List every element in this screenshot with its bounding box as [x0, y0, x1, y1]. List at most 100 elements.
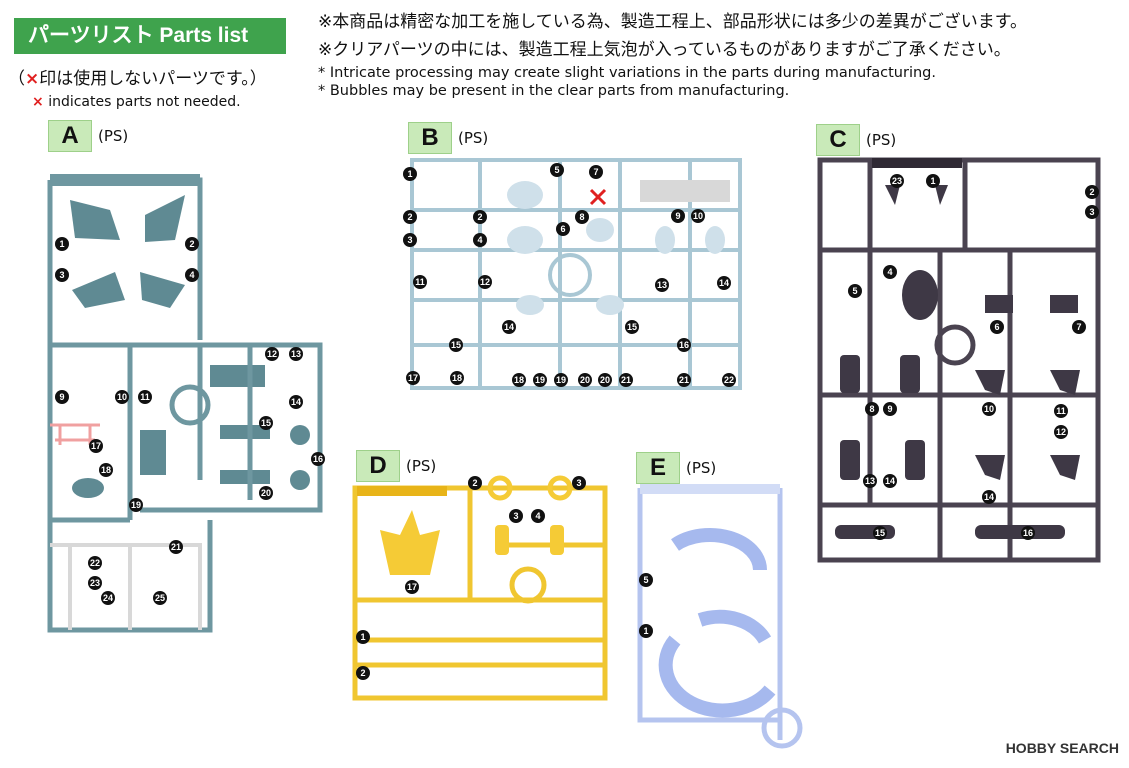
part-number-c: 17 — [407, 582, 417, 592]
part-number-b: 21 — [621, 375, 631, 385]
part-number-c: 5 — [852, 286, 857, 296]
part-number-c: 14 — [885, 476, 895, 486]
part-number-b: 17 — [408, 373, 418, 383]
part-number-d: 2 — [360, 668, 365, 678]
parts-list-title: パーツリスト Parts list — [14, 18, 286, 54]
part-number-c: 16 — [1023, 528, 1033, 538]
part-a20b — [290, 470, 310, 490]
part-number-b: 14 — [719, 278, 729, 288]
part-number-a: 18 — [101, 465, 111, 475]
watermark: HOBBY SEARCH — [1005, 740, 1119, 756]
part-number-a: 11 — [140, 392, 150, 402]
part-number-b: 2 — [407, 212, 412, 222]
part-number-a: 25 — [155, 593, 165, 603]
part-number-b: 15 — [627, 322, 637, 332]
part-number-b: 18 — [452, 373, 462, 383]
part-number-c: 3 — [1089, 207, 1094, 217]
runner-c-frame — [817, 157, 1101, 563]
runner-d-parts — [380, 475, 573, 575]
part-a15-not-needed — [50, 423, 100, 445]
part-number-a: 10 — [117, 392, 127, 402]
part-a16 — [72, 478, 104, 498]
part-number-e: 1 — [643, 626, 648, 636]
part-number-c: 10 — [984, 404, 994, 414]
part-number-c: 13 — [865, 476, 875, 486]
part-number-b: 5 — [554, 165, 559, 175]
part-number-c: 8 — [869, 404, 874, 414]
part-number-b: 9 — [675, 211, 680, 221]
part-number-c: 9 — [887, 404, 892, 414]
part-number-a: 2 — [189, 239, 194, 249]
part-number-a: 9 — [59, 392, 64, 402]
part-a3 — [72, 272, 125, 308]
part-number-b: 22 — [724, 375, 734, 385]
part-number-c: 2 — [1089, 187, 1094, 197]
runner-material-c: (PS) — [866, 131, 897, 149]
part-number-c: 15 — [875, 528, 885, 538]
part-number-d: 3 — [576, 478, 581, 488]
part-number-b: 15 — [451, 340, 461, 350]
runner-letter-e: E — [636, 452, 680, 484]
runner-label-d: D (PS) — [356, 450, 436, 482]
part-b7-not-needed-icon — [589, 188, 607, 206]
part-number-b: 2 — [477, 212, 482, 222]
part-number-d: 2 — [472, 478, 477, 488]
part-number-c: 14 — [984, 492, 994, 502]
part-number-d: 5 — [643, 575, 648, 585]
part-number-b: 16 — [679, 340, 689, 350]
part-number-a: 4 — [189, 270, 194, 280]
part-number-b: 19 — [556, 375, 566, 385]
runner-d-frame — [352, 485, 608, 701]
part-a4 — [140, 272, 185, 308]
part-number-d: 3 — [513, 511, 518, 521]
not-needed-mark-icon: × — [25, 69, 40, 89]
notes: ※本商品は精密な加工を施している為、製造工程上、部品形状には多少の差異がございま… — [318, 8, 1027, 100]
part-number-b: 4 — [477, 235, 482, 245]
runner-letter-c: C — [816, 124, 860, 156]
part-a18 — [220, 425, 270, 439]
part-number-b: 1 — [407, 169, 412, 179]
part-a1 — [70, 200, 120, 240]
runner-b-tag — [640, 180, 730, 202]
legend-jp-text: 印は使用しないパーツです。） — [39, 69, 267, 89]
part-number-b: 23 — [892, 176, 902, 186]
part-number-a: 22 — [90, 558, 100, 568]
part-a17 — [140, 430, 166, 475]
part-number-b: 6 — [560, 224, 565, 234]
legend-jp: （×印は使用しないパーツです。） — [8, 64, 267, 89]
part-number-b: 10 — [693, 211, 703, 221]
runner-b-frame — [410, 158, 742, 390]
part-number-a: 13 — [291, 349, 301, 359]
part-number-b: 18 — [514, 375, 524, 385]
legend-en-text: indicates parts not needed. — [48, 94, 241, 110]
part-a20a — [290, 425, 310, 445]
part-number-c: 12 — [1056, 427, 1066, 437]
part-a12 — [210, 365, 265, 387]
part-number-b: 19 — [535, 375, 545, 385]
note-en-1: * Intricate processing may create slight… — [318, 65, 936, 81]
part-number-b: 14 — [504, 322, 514, 332]
part-a2 — [145, 195, 185, 242]
part-number-a: 23 — [90, 578, 100, 588]
runner-c-parts — [835, 185, 1080, 539]
runner-letter-d: D — [356, 450, 400, 482]
part-number-c: 11 — [1056, 406, 1066, 416]
part-number-badges — [55, 163, 1099, 680]
part-number-b: 12 — [480, 277, 490, 287]
runner-b-parts — [507, 181, 725, 315]
runner-material-e: (PS) — [686, 459, 717, 477]
runner-letter-b: B — [408, 122, 452, 154]
part-number-b: 21 — [679, 375, 689, 385]
part-number-a: 17 — [91, 441, 101, 451]
part-number-b: 20 — [600, 375, 610, 385]
runner-label-c: C (PS) — [816, 124, 896, 156]
runner-c-tag — [872, 158, 962, 168]
runner-label-e: E (PS) — [636, 452, 716, 484]
runner-material-b: (PS) — [458, 129, 489, 147]
part-number-a: 1 — [59, 239, 64, 249]
part-number-a: 24 — [103, 593, 113, 603]
part-number-d: 4 — [535, 511, 540, 521]
part-number-c: 6 — [994, 322, 999, 332]
runner-material-a: (PS) — [98, 127, 129, 145]
